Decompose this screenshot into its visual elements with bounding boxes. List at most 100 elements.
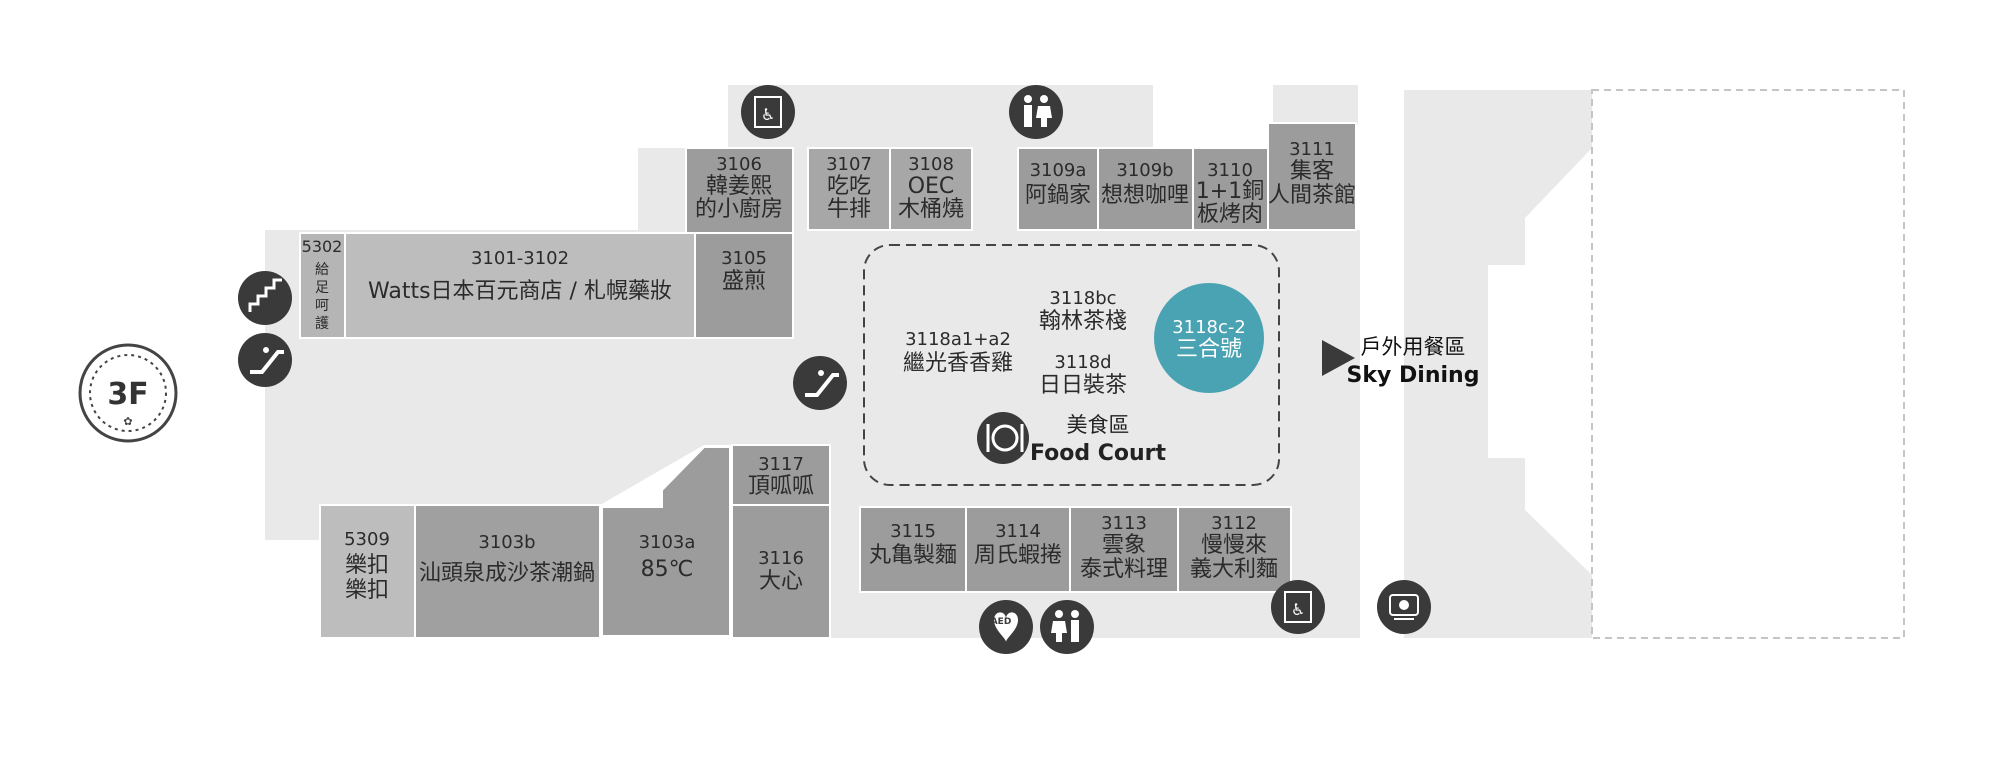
- shop-number: 3117: [758, 454, 804, 475]
- shop-number: 3105: [721, 248, 767, 269]
- shop-name: 繼光香香雞: [903, 351, 1013, 376]
- shop-name: 韓姜熙: [706, 174, 772, 199]
- floor-badge: 3F ✿: [78, 343, 178, 443]
- shop-name: 三合號: [1176, 337, 1242, 362]
- shop-number: 3112: [1211, 513, 1257, 534]
- accessible-elevator-icon: ♿: [741, 85, 795, 139]
- escalator-icon: [238, 333, 292, 387]
- shop-name: 翰林茶棧: [1039, 309, 1127, 334]
- shop-name: 雲象: [1102, 533, 1146, 558]
- shop-3112[interactable]: 3112 慢慢來 義大利麵: [1177, 506, 1292, 593]
- restroom-icon: [1009, 85, 1063, 139]
- shop-name: 汕頭泉成沙茶潮鍋: [419, 561, 595, 586]
- shop-number: 3103b: [478, 532, 535, 553]
- shop-number: 3107: [826, 154, 872, 175]
- shop-name: 的小廚房: [695, 197, 783, 222]
- arrow-right-icon: [1322, 340, 1355, 376]
- shop-3103a[interactable]: 3103a 85℃: [601, 446, 731, 637]
- shop-name: 盛煎: [722, 269, 766, 294]
- shop-name: 慢慢來: [1201, 533, 1267, 558]
- shop-name-char: 足: [315, 280, 329, 296]
- shop-3113[interactable]: 3113 雲象 泰式料理: [1069, 506, 1179, 593]
- shop-name: 日日裝茶: [1039, 373, 1127, 398]
- shop-name: 丸亀製麵: [869, 543, 957, 568]
- shop-name: 1+1銅: [1196, 179, 1264, 204]
- shop-number: 3106: [716, 154, 762, 175]
- svg-text:♿: ♿: [761, 105, 775, 124]
- shop-number: 3118a1+a2: [905, 329, 1011, 350]
- shop-name-char: 護: [315, 316, 329, 332]
- floor-label: 3F: [107, 377, 148, 412]
- shop-number: 3109b: [1116, 160, 1173, 181]
- shop-name: 泰式料理: [1080, 557, 1168, 582]
- shop-number: 3113: [1101, 513, 1147, 534]
- shop-3109b[interactable]: 3109b 想想咖哩: [1097, 147, 1194, 231]
- shop-3118c-2[interactable]: 3118c-2 三合號: [1154, 283, 1264, 393]
- shop-name-char: 給: [315, 262, 329, 278]
- food-court-outline: [863, 244, 1280, 486]
- sky-dining-outline: [1591, 89, 1905, 639]
- shop-3118bc[interactable]: 3118bc 翰林茶棧: [1039, 288, 1127, 334]
- outdoor-label-zh: 戶外用餐區: [1361, 335, 1466, 359]
- shop-number: 3114: [995, 521, 1041, 542]
- shop-3116[interactable]: 3116 大心: [731, 504, 831, 639]
- nursing-room-icon: [1377, 580, 1431, 634]
- shop-name: OEC: [908, 174, 955, 199]
- shop-name: 周氏蝦捲: [974, 543, 1062, 568]
- shop-3117[interactable]: 3117 頂呱呱: [731, 444, 831, 506]
- shop-name: 板烤肉: [1197, 202, 1263, 227]
- shop-number: 3110: [1207, 160, 1253, 181]
- shop-3107[interactable]: 3107 吃吃 牛排: [807, 147, 891, 231]
- shop-name: Watts日本百元商店 / 札幌藥妝: [368, 279, 672, 304]
- shop-5309[interactable]: 5309 樂扣 樂扣: [319, 504, 416, 639]
- floor-top-right: [1273, 85, 1358, 125]
- escalator-icon: [793, 356, 847, 410]
- shop-name: 樂扣: [345, 553, 389, 578]
- dining-icon: [977, 412, 1029, 464]
- shop-name: 阿鍋家: [1025, 183, 1091, 208]
- shop-number: 5302: [302, 237, 343, 256]
- shop-name: 人間茶館: [1268, 183, 1356, 208]
- shop-number: 3118bc: [1049, 288, 1116, 309]
- shop-3101-3102[interactable]: 3101-3102 Watts日本百元商店 / 札幌藥妝: [344, 232, 696, 339]
- shop-3105[interactable]: 3105 盛煎: [694, 232, 794, 339]
- shop-number: 3103a: [639, 532, 696, 553]
- floor-left-top: [638, 148, 688, 233]
- svg-text:AED: AED: [991, 617, 1012, 627]
- shop-3115[interactable]: 3115 丸亀製麵: [859, 506, 967, 593]
- shop-name: 頂呱呱: [748, 474, 814, 499]
- shop-number: 3108: [908, 154, 954, 175]
- shop-name: 集客: [1290, 159, 1334, 184]
- shop-3109a[interactable]: 3109a 阿鍋家: [1017, 147, 1099, 231]
- shop-name: 大心: [759, 569, 803, 594]
- shop-name-char: 呵: [315, 298, 329, 314]
- shop-3118d[interactable]: 3118d 日日裝茶: [1039, 352, 1127, 398]
- shop-number: 3118d: [1054, 352, 1111, 373]
- shop-number: 3118c-2: [1172, 317, 1246, 338]
- shop-name: 義大利麵: [1190, 557, 1278, 582]
- shop-3110[interactable]: 3110 1+1銅 板烤肉: [1192, 147, 1269, 231]
- accessible-elevator-icon: ♿: [1271, 580, 1325, 634]
- shop-name: 想想咖哩: [1101, 183, 1189, 208]
- shop-name: 85℃: [641, 557, 694, 582]
- star-icon: ✿: [123, 415, 132, 428]
- shop-number: 3109a: [1030, 160, 1087, 181]
- shop-3103b[interactable]: 3103b 汕頭泉成沙茶潮鍋: [414, 504, 601, 639]
- shop-3108[interactable]: 3108 OEC 木桶燒: [889, 147, 973, 231]
- shop-number: 3115: [890, 521, 936, 542]
- shop-name: 木桶燒: [898, 197, 964, 222]
- shop-5302[interactable]: 5302 給 足 呵 護: [299, 232, 346, 339]
- shop-name: 吃吃: [827, 174, 871, 199]
- sky-dining-floor: [1404, 90, 1592, 638]
- shop-3111[interactable]: 3111 集客 人間茶館: [1267, 122, 1357, 231]
- shop-number: 3101-3102: [471, 248, 569, 269]
- shop-3106[interactable]: 3106 韓姜熙 的小廚房: [685, 147, 794, 234]
- shop-number: 3111: [1289, 139, 1335, 160]
- shop-name: 牛排: [827, 197, 871, 222]
- shop-number: 3116: [758, 548, 804, 569]
- shop-3114[interactable]: 3114 周氏蝦捲: [965, 506, 1071, 593]
- shop-name: 樂扣: [345, 578, 389, 603]
- shop-3118a1-a2[interactable]: 3118a1+a2 繼光香香雞: [903, 329, 1013, 376]
- food-court: 3118bc 翰林茶棧 3118a1+a2 繼光香香雞 3118d 日日裝茶 3…: [863, 244, 1280, 486]
